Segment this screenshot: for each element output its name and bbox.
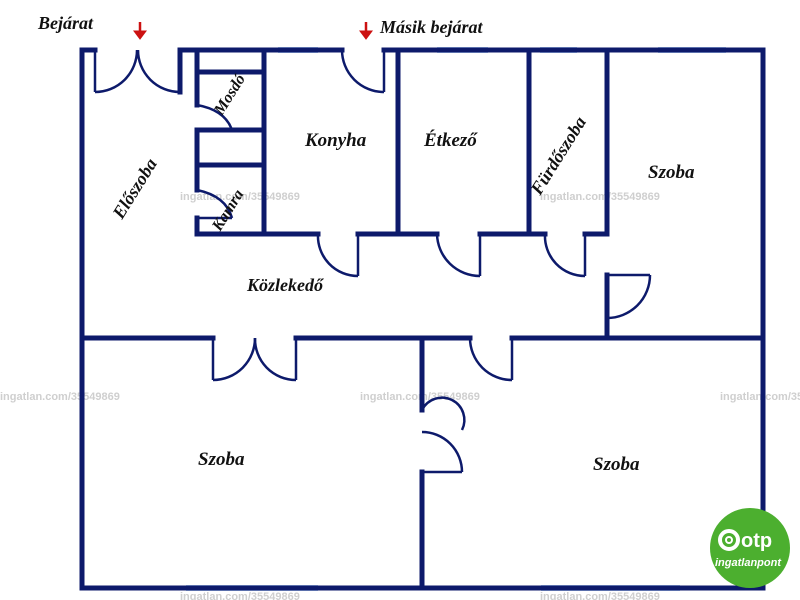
room-label-etkezo: Étkező bbox=[423, 129, 478, 151]
entrance-arrows bbox=[133, 22, 373, 40]
room-label-szoba-east: Szoba bbox=[648, 162, 695, 183]
room-label-szoba-southeast: Szoba bbox=[593, 454, 640, 475]
room-label-kozlekedo: Közlekedő bbox=[246, 275, 324, 295]
logo-badge bbox=[710, 508, 790, 588]
logo-brand: otp bbox=[741, 530, 772, 552]
otp-logo: otp ingatlanpont bbox=[710, 508, 790, 588]
arrow-down-icon bbox=[133, 22, 147, 40]
room-label-szoba-southwest: Szoba bbox=[198, 449, 245, 470]
room-label-konyha: Konyha bbox=[304, 130, 367, 151]
watermark: ingatlan.com/35549869 bbox=[540, 191, 660, 203]
room-label-mosdo: Mosdó bbox=[210, 71, 249, 119]
arrow-down-icon bbox=[359, 22, 373, 40]
logo-sub: ingatlanpont bbox=[715, 557, 782, 569]
doors bbox=[93, 49, 652, 474]
watermark: ingatlan.com/35549869 bbox=[540, 591, 660, 600]
watermark: ingatlan.com/35549869 bbox=[720, 391, 800, 403]
room-label-eloszoba: Előszoba bbox=[108, 155, 161, 223]
watermark: ingatlan.com/35549869 bbox=[180, 591, 300, 600]
watermark: ingatlan.com/35549869 bbox=[0, 391, 120, 403]
logo-ring-icon bbox=[718, 529, 740, 551]
walls bbox=[79, 47, 766, 591]
other-entrance-label: Másik bejárat bbox=[379, 17, 484, 37]
room-label-furdoszoba: Fürdőszoba bbox=[526, 113, 590, 199]
entrance-label: Bejárat bbox=[37, 13, 94, 33]
